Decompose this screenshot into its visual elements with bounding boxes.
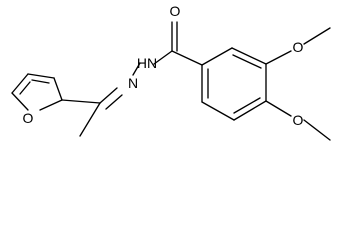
bond-furan-to-imine-c [61, 99, 101, 104]
bond-ring-to-o-meo4 [265, 100, 292, 117]
atom-label-o-carbonyl: O [170, 3, 181, 19]
bond-n-n [132, 62, 141, 76]
bond-o-meo4-to-methyl [303, 119, 331, 141]
atom-label-o-ring: O [23, 110, 34, 126]
bond-furan-o-c2 [39, 99, 63, 111]
atom-label-n-imine: N [128, 75, 138, 91]
bond-ring-c1-c2 [201, 47, 233, 66]
bond-ring-c4-c5 [233, 100, 267, 121]
atom-label-o-meo3: O [293, 39, 304, 55]
bond-ring-c5-c6 [201, 101, 235, 121]
bond-o-meo3-to-methyl [303, 27, 331, 45]
bond-ring-c4-c5-inner [233, 97, 261, 114]
bond-nh-to-carbonyl-c [153, 50, 173, 65]
atom-label-nh: HN [137, 55, 157, 71]
bond-furan-c3-c4-inner [31, 79, 50, 84]
bond-furan-c2-c3 [53, 77, 63, 101]
molecule-structure: O N HN O O O [11, 3, 331, 141]
bond-furan-c5-c4-inner [19, 81, 31, 95]
bond-imine-cn-second [105, 94, 123, 110]
bond-furan-c5-o [11, 92, 29, 111]
bond-furan-c4-c5 [11, 73, 29, 94]
bond-ring-c2-c3 [231, 47, 267, 65]
bond-ring-to-o-meo3 [265, 50, 292, 65]
bond-imine-methyl [79, 102, 101, 137]
bond-furan-c3-c4 [27, 73, 55, 79]
bond-imine-cn [99, 87, 118, 104]
atom-label-o-meo4: O [293, 112, 304, 128]
bond-carbonyl-to-ring [171, 50, 203, 66]
bond-ring-c2-c3-inner [232, 54, 262, 69]
